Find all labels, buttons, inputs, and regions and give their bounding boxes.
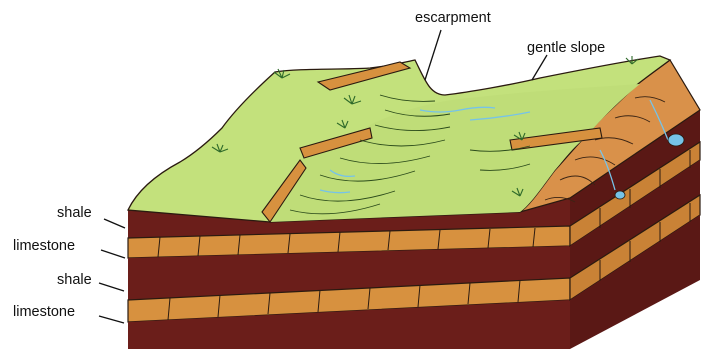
shale-upper-leader-line xyxy=(104,219,125,228)
limestone-lower-label: limestone xyxy=(13,305,75,320)
escarpment-label: escarpment xyxy=(415,11,491,26)
limestone-lower-leader-line xyxy=(99,316,124,323)
shale-lower-leader-line xyxy=(99,283,124,291)
escarpment-leader-line xyxy=(425,30,441,80)
front-face-strata xyxy=(128,198,570,349)
shale-upper-label: shale xyxy=(57,206,92,221)
pond-lower xyxy=(615,191,625,199)
shale-lower-label: shale xyxy=(57,273,92,288)
limestone-upper-leader-line xyxy=(101,250,125,258)
limestone-upper-label: limestone xyxy=(13,239,75,254)
pond-upper xyxy=(668,134,684,146)
gentle-slope-leader-line xyxy=(532,55,547,80)
gentle-slope-label: gentle slope xyxy=(527,41,605,56)
